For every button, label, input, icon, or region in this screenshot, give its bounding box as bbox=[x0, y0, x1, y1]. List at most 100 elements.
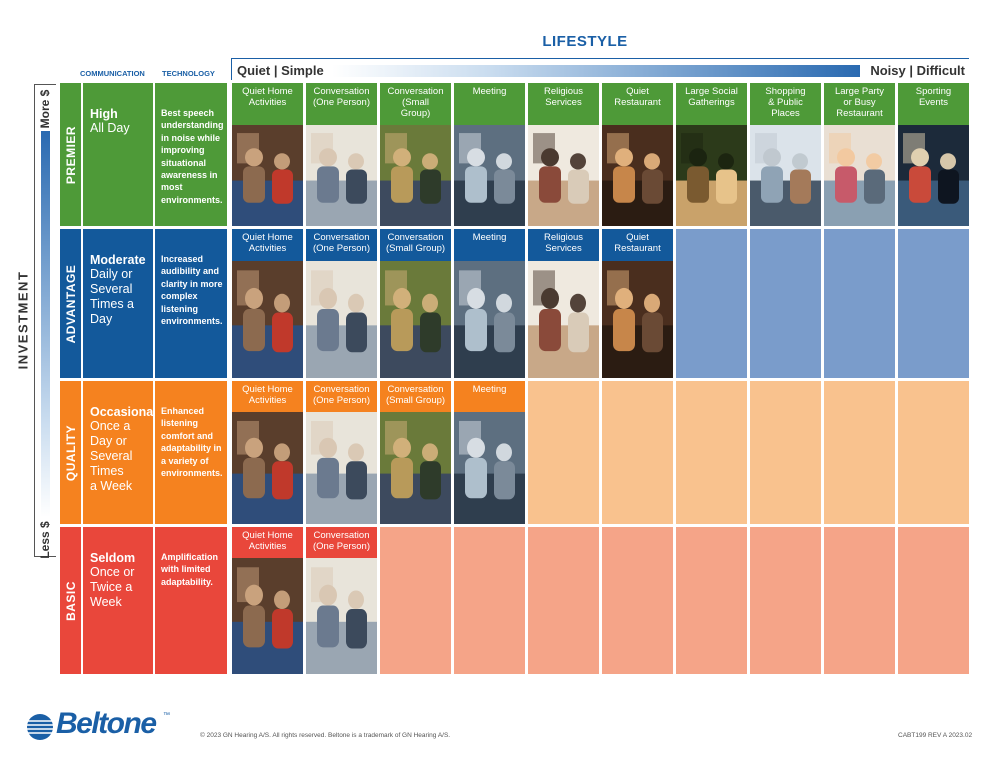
investment-scale: More $ Less $ bbox=[34, 84, 56, 559]
lifestyle-label: Religious Services bbox=[543, 86, 584, 108]
lifestyle-cell: Religious Services bbox=[528, 83, 599, 226]
empty-cell bbox=[898, 381, 969, 524]
empty-cell bbox=[380, 527, 451, 674]
tier-name: QUALITY bbox=[63, 424, 78, 481]
lifestyle-label: Shopping & Public Places bbox=[765, 86, 806, 119]
empty-cell bbox=[898, 527, 969, 674]
lifestyle-cell: Quiet Restaurant bbox=[602, 83, 673, 226]
document-id: CABT199 REV A 2023.02 bbox=[898, 732, 973, 739]
outdoor-group-photo bbox=[380, 261, 451, 378]
empty-cell bbox=[824, 527, 895, 674]
empty-cell bbox=[528, 527, 599, 674]
frequency-detail: Daily or Several Times a Day bbox=[90, 267, 134, 326]
outdoor-group-photo bbox=[380, 125, 451, 226]
lifestyle-label: Meeting bbox=[472, 232, 507, 243]
lifestyle-label: Conversation (Small Group) bbox=[385, 384, 446, 406]
lifestyle-title: LIFESTYLE bbox=[542, 33, 628, 50]
more-dollar-label: More $ bbox=[38, 89, 52, 129]
party-photo bbox=[824, 125, 895, 226]
tier-name: PREMIER bbox=[63, 125, 78, 184]
couch-photo bbox=[232, 558, 303, 674]
lifestyle-label: Quiet Home Activities bbox=[242, 530, 293, 552]
tier-name: ADVANTAGE bbox=[63, 264, 78, 343]
lifestyle-label: Sporting Events bbox=[915, 86, 952, 108]
investment-axis: INVESTMENT bbox=[12, 250, 34, 390]
technology-description: Best speech understanding in noise while… bbox=[155, 83, 227, 226]
lifestyle-label: Quiet Home Activities bbox=[242, 232, 293, 254]
couch-photo bbox=[232, 261, 303, 378]
lifestyle-cell: Conversation (Small Group) bbox=[380, 229, 451, 378]
lifestyle-cell: Quiet Restaurant bbox=[602, 229, 673, 378]
technology-description: Amplification with limited adaptability. bbox=[155, 527, 227, 674]
frequency-level: Occasional bbox=[90, 405, 157, 419]
investment-label: INVESTMENT bbox=[15, 270, 31, 370]
two-people-photo bbox=[306, 558, 377, 674]
tier-name: BASIC bbox=[63, 580, 78, 621]
less-dollar-label: Less $ bbox=[38, 521, 52, 559]
communication-label: COMMUNICATION bbox=[80, 69, 145, 78]
empty-cell bbox=[454, 527, 525, 674]
lifestyle-cell: Quiet Home Activities bbox=[232, 527, 303, 674]
lifestyle-cell: Quiet Home Activities bbox=[232, 83, 303, 226]
lifestyle-cell: Conversation (One Person) bbox=[306, 229, 377, 378]
outdoor-group-photo bbox=[380, 412, 451, 524]
lifestyle-label: Meeting bbox=[472, 384, 507, 395]
lifestyle-cell: Conversation (Small Group) bbox=[380, 381, 451, 524]
frequency-detail: Once a Day or Several Times a Week bbox=[90, 419, 133, 493]
restaurant-photo bbox=[602, 125, 673, 226]
lifestyle-label: Large Party or Busy Restaurant bbox=[834, 86, 885, 119]
empty-cell bbox=[528, 381, 599, 524]
lifestyle-cell: Conversation (One Person) bbox=[306, 83, 377, 226]
investment-gradient bbox=[41, 131, 50, 517]
empty-cell bbox=[898, 229, 969, 378]
logo-wordmark: Beltone bbox=[56, 707, 157, 740]
quiet-simple-label: Quiet | Simple bbox=[237, 63, 324, 78]
lifestyle-cell: Meeting bbox=[454, 83, 525, 226]
frequency-detail: All Day bbox=[90, 121, 130, 135]
empty-cell bbox=[824, 381, 895, 524]
lifestyle-label: Conversation (One Person) bbox=[312, 86, 371, 108]
empty-cell bbox=[750, 527, 821, 674]
couch-photo bbox=[232, 412, 303, 524]
lifestyle-label: Quiet Home Activities bbox=[242, 86, 293, 108]
tier-label-box: QUALITY bbox=[60, 381, 81, 524]
lifestyle-label: Conversation (Small Group) bbox=[385, 232, 446, 254]
logo-trademark: ™ bbox=[163, 712, 170, 719]
tier-label-box: PREMIER bbox=[60, 83, 81, 226]
beltone-logo: Beltone ™ bbox=[26, 707, 176, 747]
lifestyle-cell: Large Social Gatherings bbox=[676, 83, 747, 226]
lifestyle-label: Meeting bbox=[472, 86, 507, 97]
copyright-text: © 2023 GN Hearing A/S. All rights reserv… bbox=[200, 732, 451, 739]
two-people-photo bbox=[306, 412, 377, 524]
empty-cell bbox=[602, 527, 673, 674]
meeting-photo bbox=[454, 261, 525, 378]
religious-photo bbox=[528, 125, 599, 226]
frequency-level: High bbox=[90, 107, 118, 121]
frequency-level: Seldom bbox=[90, 551, 136, 565]
two-people-photo bbox=[306, 125, 377, 226]
lifestyle-label: Large Social Gatherings bbox=[685, 86, 738, 108]
lifestyle-cell: Religious Services bbox=[528, 229, 599, 378]
lifestyle-label: Conversation (Small Group) bbox=[387, 86, 444, 119]
lifestyle-cell: Meeting bbox=[454, 381, 525, 524]
guitar-photo bbox=[676, 125, 747, 226]
empty-cell bbox=[824, 229, 895, 378]
lifestyle-label: Religious Services bbox=[543, 232, 584, 254]
technology-label: TECHNOLOGY bbox=[162, 69, 215, 78]
two-people-photo bbox=[306, 261, 377, 378]
lifestyle-label: Conversation (One Person) bbox=[312, 384, 371, 406]
lifestyle-gradient bbox=[332, 65, 860, 77]
lifestyle-label: Quiet Home Activities bbox=[242, 384, 293, 406]
empty-cell bbox=[602, 381, 673, 524]
empty-cell bbox=[676, 527, 747, 674]
lifestyle-cell: Quiet Home Activities bbox=[232, 381, 303, 524]
lifestyle-cell: Sporting Events bbox=[898, 83, 969, 226]
lifestyle-cell: Quiet Home Activities bbox=[232, 229, 303, 378]
